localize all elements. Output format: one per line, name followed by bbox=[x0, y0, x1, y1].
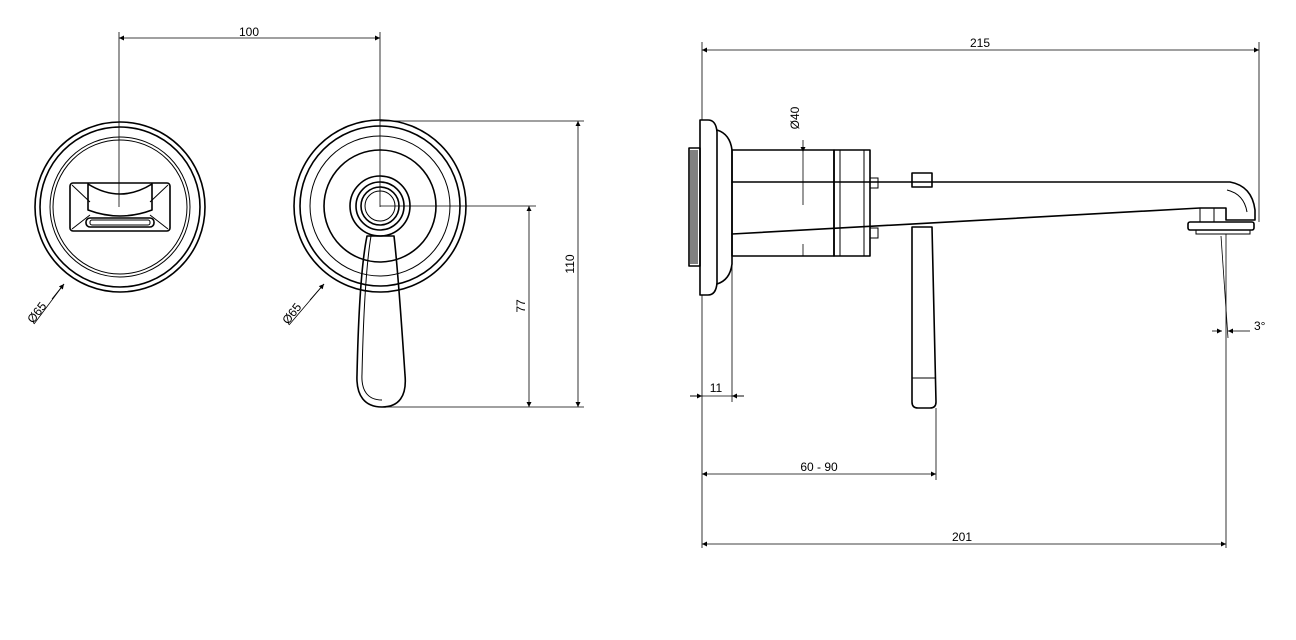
dim-dia-left-plate: Ø65 bbox=[24, 299, 49, 326]
dim-dia-right-plate: Ø65 bbox=[279, 300, 304, 327]
dim-overall-length: 215 bbox=[970, 36, 990, 50]
dimension-lines bbox=[33, 32, 1260, 548]
dim-dia-body: Ø40 bbox=[788, 106, 802, 129]
dim-spout-projection: 201 bbox=[952, 530, 972, 544]
front-view-mixer-body bbox=[34, 121, 206, 293]
dimension-labels: 100 110 77 Ø65 Ø65 215 Ø40 11 60 - 90 20… bbox=[24, 25, 1265, 544]
dim-height-total: 110 bbox=[563, 254, 577, 273]
dim-spout-angle: 3° bbox=[1254, 319, 1266, 333]
side-view-spout bbox=[688, 119, 1256, 409]
dim-width-left: 100 bbox=[239, 25, 259, 39]
dim-height-handle: 77 bbox=[514, 299, 528, 313]
dim-wall-depth: 60 - 90 bbox=[800, 460, 838, 474]
dim-plate-thickness: 11 bbox=[710, 381, 723, 395]
